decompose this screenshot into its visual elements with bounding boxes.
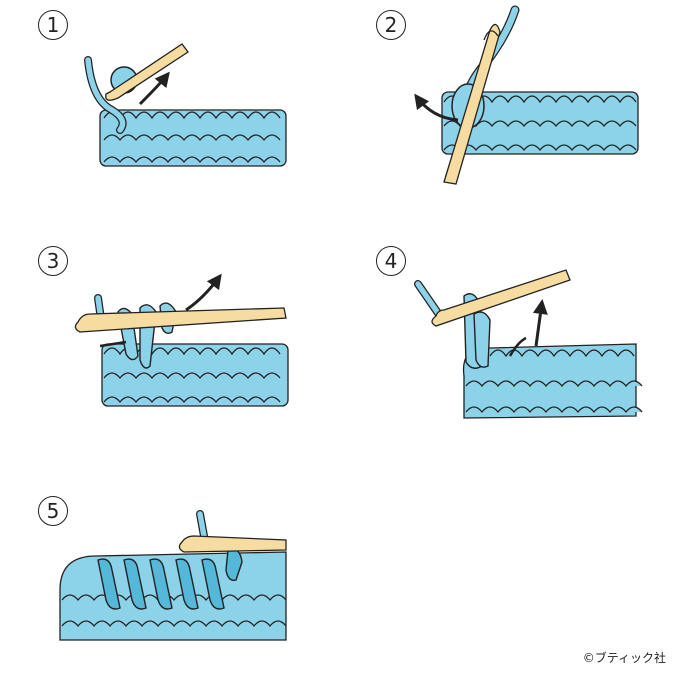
step-5-illustration [59, 510, 287, 641]
step-badge-2: 2 [376, 10, 406, 40]
step-2-illustration [414, 5, 639, 185]
crochet-hook [105, 43, 189, 101]
step-4-illustration [414, 269, 643, 419]
step-number: 3 [46, 249, 60, 273]
crochet-fabric [99, 109, 287, 167]
step-badge-1: 1 [38, 10, 68, 40]
crochet-hook [443, 23, 501, 185]
copyright-credit: ©ブティック社 [582, 651, 666, 665]
crochet-hook [74, 307, 287, 333]
step-1-illustration [84, 43, 287, 167]
crochet-hook [431, 269, 571, 327]
step-badge-4: 4 [376, 246, 406, 276]
step-3-illustration [74, 273, 289, 407]
step-number: 2 [384, 13, 398, 37]
step-number: 4 [384, 249, 398, 273]
crochet-fabric [462, 343, 643, 419]
crochet-fabric [59, 551, 287, 641]
step-number: 5 [46, 499, 60, 523]
step-badge-3: 3 [38, 246, 68, 276]
crochet-hook [178, 535, 287, 553]
step-badge-5: 5 [38, 496, 68, 526]
step-number: 1 [46, 13, 60, 37]
